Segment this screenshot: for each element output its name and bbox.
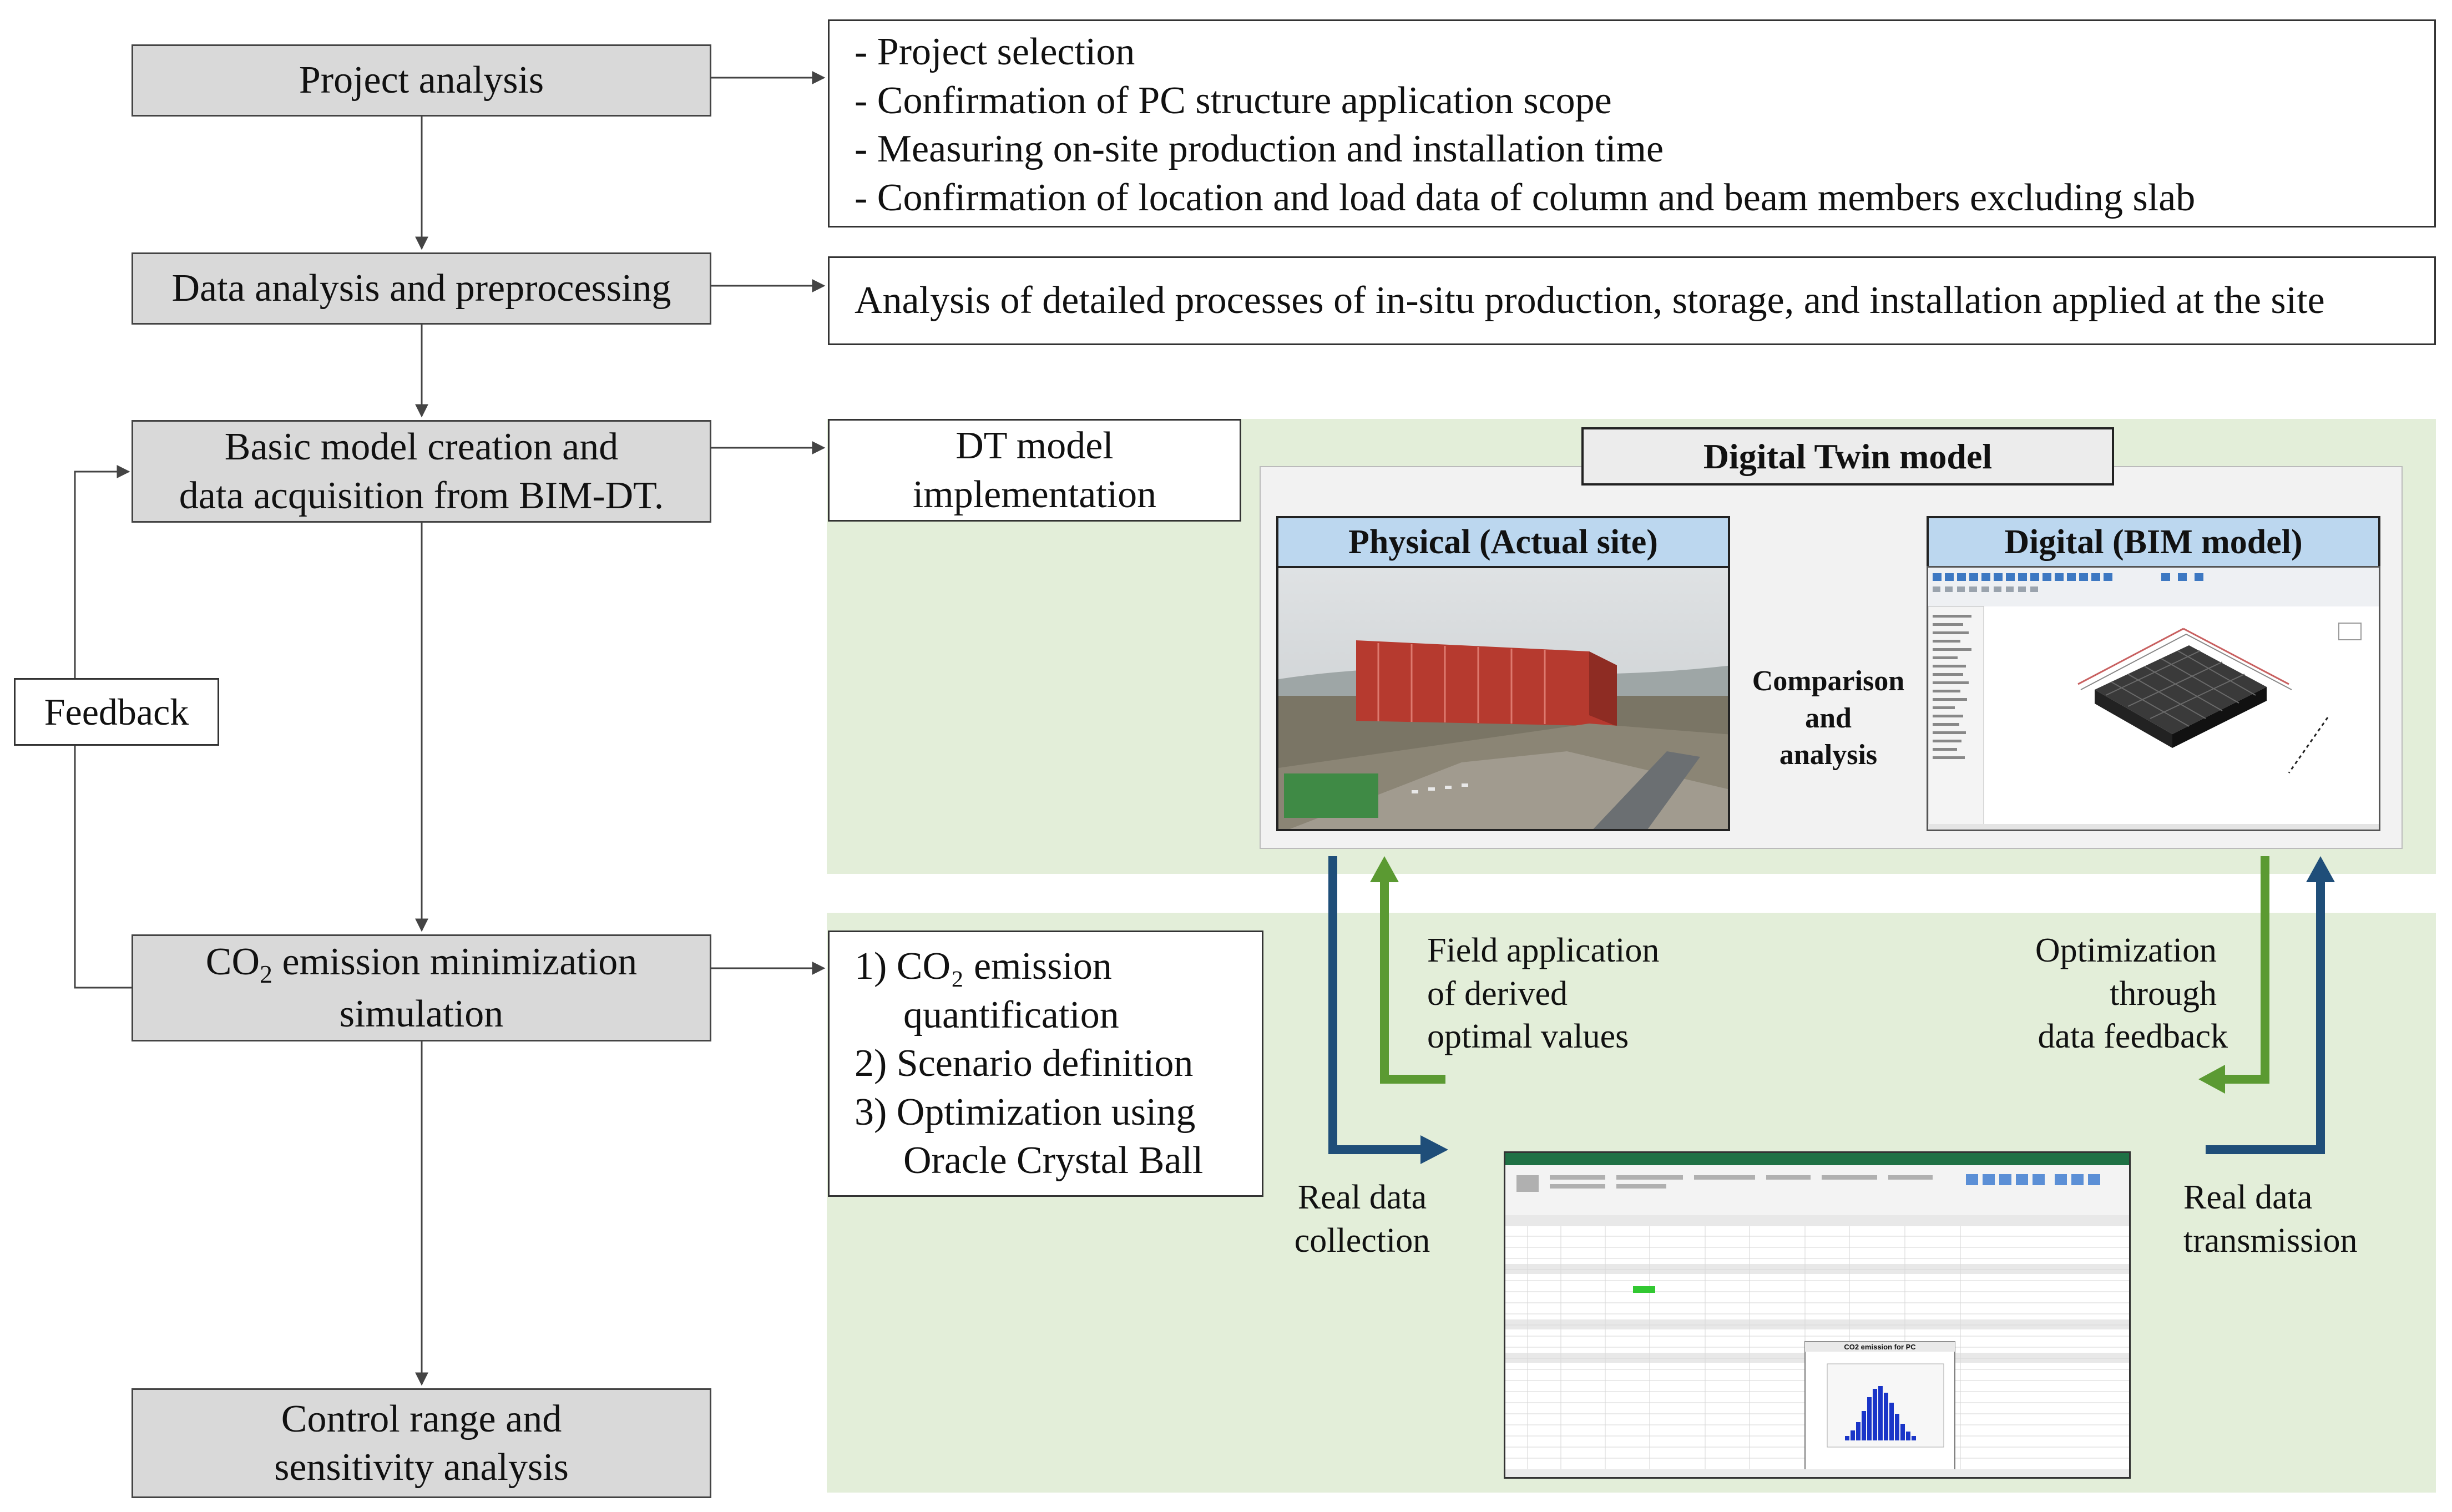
project-detail-item: - Confirmation of PC structure applicati… bbox=[855, 79, 1612, 122]
excel-screenshot: CO2 emission for PC bbox=[1504, 1151, 2131, 1479]
basic-model-line2: data acquisition from BIM-DT. bbox=[179, 474, 664, 517]
project-detail-item: - Confirmation of location and load data… bbox=[855, 176, 2196, 219]
real-data-transmission-caption: Real data transmission bbox=[2183, 1176, 2357, 1262]
bim-model-screenshot bbox=[1927, 566, 2380, 831]
project-detail-item: - Measuring on-site production and insta… bbox=[855, 128, 1664, 170]
excel-chart-title: CO2 emission for PC bbox=[1844, 1343, 1916, 1351]
project-details-box: - Project selection - Confirmation of PC… bbox=[828, 19, 2436, 227]
data-analysis-label: Data analysis and preprocessing bbox=[171, 267, 671, 310]
co2-simulation-box: CO2 emission minimization simulation bbox=[132, 934, 711, 1041]
co2-simulation-line1: CO2 emission minimization bbox=[206, 938, 637, 990]
project-analysis-label: Project analysis bbox=[299, 59, 544, 102]
comparison-line: analysis bbox=[1779, 739, 1878, 771]
project-detail-item: - Project selection bbox=[855, 31, 1135, 73]
real-data-collection-caption: Real data collection bbox=[1282, 1176, 1443, 1262]
caption-line: through bbox=[2110, 974, 2217, 1013]
dt-model-line2: implementation bbox=[912, 473, 1157, 516]
simulation-steps-box: 1) CO₂ emission quantification 2) Scenar… bbox=[828, 931, 1263, 1197]
caption-line: collection bbox=[1294, 1221, 1430, 1260]
feedback-box: Feedback bbox=[14, 678, 219, 746]
optimization-feedback-caption: Optimization through data feedback bbox=[2020, 929, 2228, 1059]
simulation-step: Oracle Crystal Ball bbox=[903, 1139, 1204, 1182]
project-analysis-box: Project analysis bbox=[132, 44, 711, 117]
caption-line: of derived bbox=[1427, 974, 1568, 1013]
caption-line: Real data bbox=[1297, 1179, 1427, 1216]
digital-title-box: Digital (BIM model) bbox=[1927, 516, 2380, 569]
dt-model-box: DT model implementation bbox=[828, 419, 1241, 522]
data-details-box: Analysis of detailed processes of in-sit… bbox=[828, 256, 2436, 345]
co2-prefix: CO bbox=[205, 940, 260, 983]
physical-title-box: Physical (Actual site) bbox=[1276, 516, 1730, 569]
basic-model-box: Basic model creation and data acquisitio… bbox=[132, 420, 711, 523]
caption-line: data feedback bbox=[2038, 1018, 2228, 1055]
comparison-line: and bbox=[1805, 702, 1852, 734]
caption-line: Field application bbox=[1427, 932, 1660, 969]
digital-twin-title-box: Digital Twin model bbox=[1581, 427, 2114, 486]
co2-simulation-line2: simulation bbox=[339, 993, 504, 1035]
data-details-text: Analysis of detailed processes of in-sit… bbox=[855, 279, 2325, 322]
caption-line: transmission bbox=[2183, 1221, 2358, 1260]
feedback-label: Feedback bbox=[44, 690, 189, 733]
dt-model-line1: DT model bbox=[955, 424, 1114, 467]
actual-site-photo bbox=[1276, 566, 1730, 831]
control-range-box: Control range and sensitivity analysis bbox=[132, 1388, 711, 1498]
digital-title: Digital (BIM model) bbox=[2004, 523, 2303, 561]
simulation-step: quantification bbox=[903, 993, 1119, 1036]
digital-twin-title: Digital Twin model bbox=[1703, 436, 1993, 476]
control-range-line1: Control range and bbox=[281, 1397, 562, 1440]
field-application-caption: Field application of derived optimal val… bbox=[1427, 929, 1659, 1059]
comparison-line: Comparison bbox=[1752, 665, 1905, 697]
caption-line: Optimization bbox=[2035, 932, 2217, 969]
comparison-text: Comparison and analysis bbox=[1737, 663, 1920, 774]
caption-line: optimal values bbox=[1427, 1018, 1629, 1055]
co2-subscript: 2 bbox=[260, 959, 273, 988]
basic-model-line1: Basic model creation and bbox=[224, 426, 619, 468]
simulation-step: 3) Optimization using bbox=[855, 1090, 1196, 1134]
caption-line: Real data bbox=[2183, 1179, 2313, 1216]
simulation-step: 1) CO₂ emission bbox=[855, 945, 1112, 988]
control-range-line2: sensitivity analysis bbox=[274, 1446, 569, 1489]
simulation-step: 2) Scenario definition bbox=[855, 1042, 1194, 1085]
co2-suffix: emission minimization bbox=[272, 940, 638, 983]
physical-title: Physical (Actual site) bbox=[1348, 523, 1658, 561]
data-analysis-box: Data analysis and preprocessing bbox=[132, 252, 711, 325]
